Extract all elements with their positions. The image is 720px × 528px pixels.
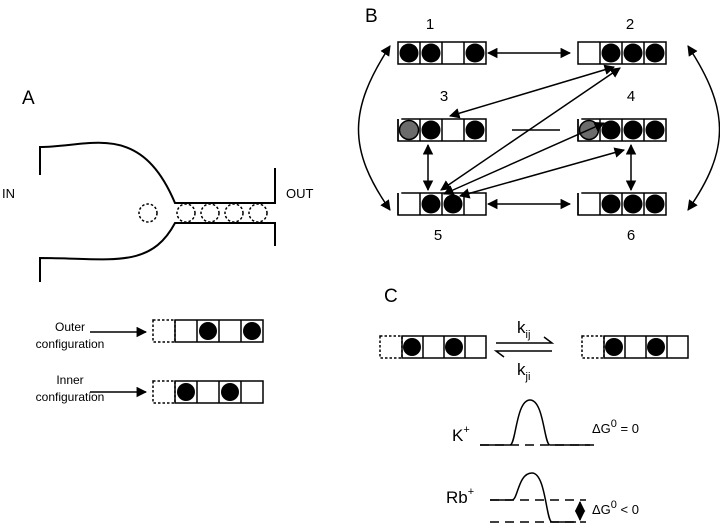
dg-rb: ΔG0 < 0 <box>592 499 639 517</box>
arrow-2-6 <box>687 45 720 211</box>
panel-label-a: A <box>22 88 35 109</box>
outer-config-label-line1: Outer <box>55 320 85 334</box>
dg-k-sup: 0 <box>611 418 617 430</box>
state-label-4: 4 <box>627 88 635 105</box>
ion-dot <box>421 194 441 214</box>
state-row-3 <box>397 118 487 142</box>
filter-site-2 <box>200 203 220 223</box>
rate-forward: kij <box>517 318 530 341</box>
state-label-3: 3 <box>440 88 448 105</box>
dg-k-rel: = 0 <box>617 421 639 436</box>
rate-arrows <box>493 336 555 358</box>
forward-half-arrow <box>496 336 555 344</box>
state-row-1 <box>397 41 487 65</box>
outer-config-row <box>152 319 264 343</box>
filter-site-1 <box>176 203 196 223</box>
ion-dot <box>601 43 621 63</box>
rb-energy-profile <box>490 472 576 523</box>
ion-dot <box>645 194 665 214</box>
channel-wall-lower <box>39 222 276 282</box>
arrow-5-4b <box>458 147 626 199</box>
dg-rb-main: ΔG <box>592 502 611 517</box>
k-energy-profile <box>480 399 590 446</box>
grey-ion-dot <box>398 119 420 141</box>
state-row-2 <box>577 41 667 65</box>
dg-k: ΔG0 = 0 <box>592 418 639 436</box>
cavity-ion-site <box>138 203 158 223</box>
filter-site-3 <box>224 203 244 223</box>
filter-site-4 <box>248 203 268 223</box>
transition-right-row <box>581 335 689 359</box>
ion-dot <box>601 120 621 140</box>
ion-dot <box>601 194 621 214</box>
rate-forward-k: k <box>517 318 526 337</box>
ion-dot <box>465 43 485 63</box>
panel-label-b: B <box>365 6 378 27</box>
channel-schematic <box>39 141 276 282</box>
state-label-2: 2 <box>626 16 634 33</box>
state-row-4 <box>577 118 667 142</box>
ion-dot <box>443 194 463 214</box>
ion-dot <box>623 194 643 214</box>
state-label-6: 6 <box>627 227 635 244</box>
ion-rb-label: Rb+ <box>446 486 474 507</box>
backward-half-arrow <box>493 350 552 358</box>
state-label-1: 1 <box>426 16 434 33</box>
ion-dot <box>623 120 643 140</box>
ion-dot <box>421 120 441 140</box>
ion-dot <box>645 120 665 140</box>
rate-backward: kji <box>517 360 530 383</box>
transition-left-row <box>379 335 487 359</box>
out-label: OUT <box>286 186 314 201</box>
inner-config-row <box>152 380 264 404</box>
arrow-1-5 <box>357 45 391 211</box>
state-row-5 <box>397 192 487 216</box>
panel-label-c: C <box>384 286 398 307</box>
state-row-6 <box>577 192 667 216</box>
rate-forward-sub: ij <box>526 329 531 341</box>
ion-k-label: K+ <box>452 424 470 445</box>
ion-rb-charge: + <box>468 486 474 498</box>
dg-rb-rel: < 0 <box>617 502 639 517</box>
inner-config-label-line1: Inner <box>56 373 83 387</box>
in-label: IN <box>2 186 15 201</box>
ion-k-symbol: K <box>452 426 464 445</box>
ion-rb-symbol: Rb <box>446 488 468 507</box>
inner-config-label-line2: configuration <box>36 390 105 404</box>
ion-dot <box>421 43 441 63</box>
rate-backward-k: k <box>517 360 526 379</box>
channel-wall-upper <box>39 141 276 204</box>
ion-dot <box>399 43 419 63</box>
dg-k-main: ΔG <box>592 421 611 436</box>
rate-backward-sub: ji <box>525 371 531 383</box>
ion-dot <box>645 43 665 63</box>
state-label-5: 5 <box>434 227 442 244</box>
ion-dot <box>465 120 485 140</box>
dg-rb-sup: 0 <box>611 499 617 511</box>
outer-config-label-line2: configuration <box>36 337 105 351</box>
arrow-3-2 <box>448 64 616 119</box>
ion-dot <box>623 43 643 63</box>
ion-k-charge: + <box>463 424 469 436</box>
